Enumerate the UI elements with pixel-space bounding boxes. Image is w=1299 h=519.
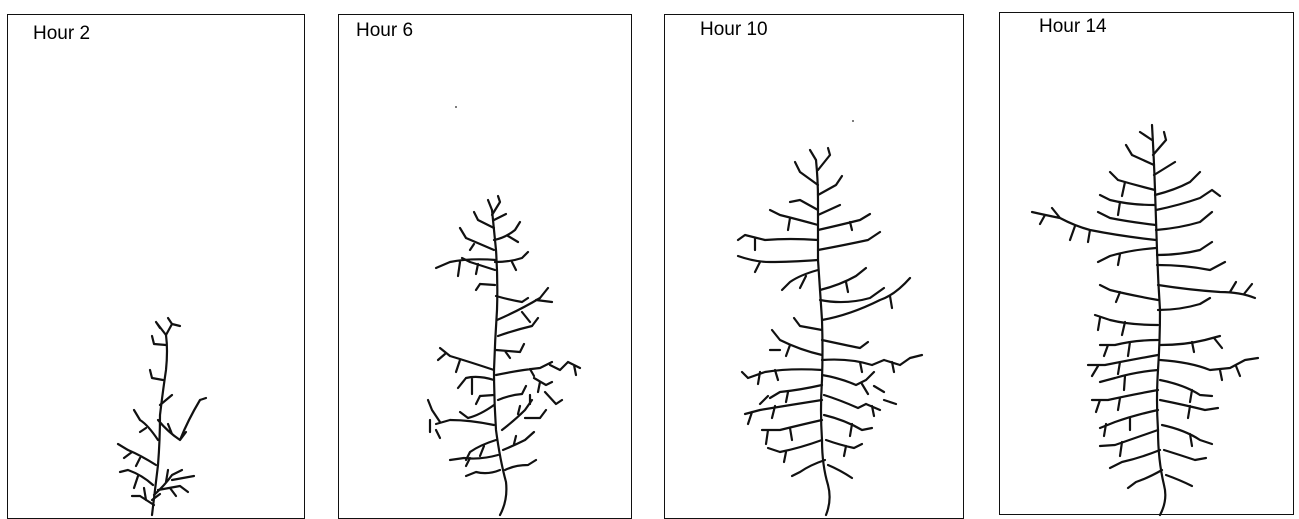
branch-structure-hour-14 [1032,125,1258,515]
branch-structure-hour-10 [738,148,922,515]
branch-structure-hour-2 [118,318,206,515]
branch-structure-hour-6 [428,196,580,515]
